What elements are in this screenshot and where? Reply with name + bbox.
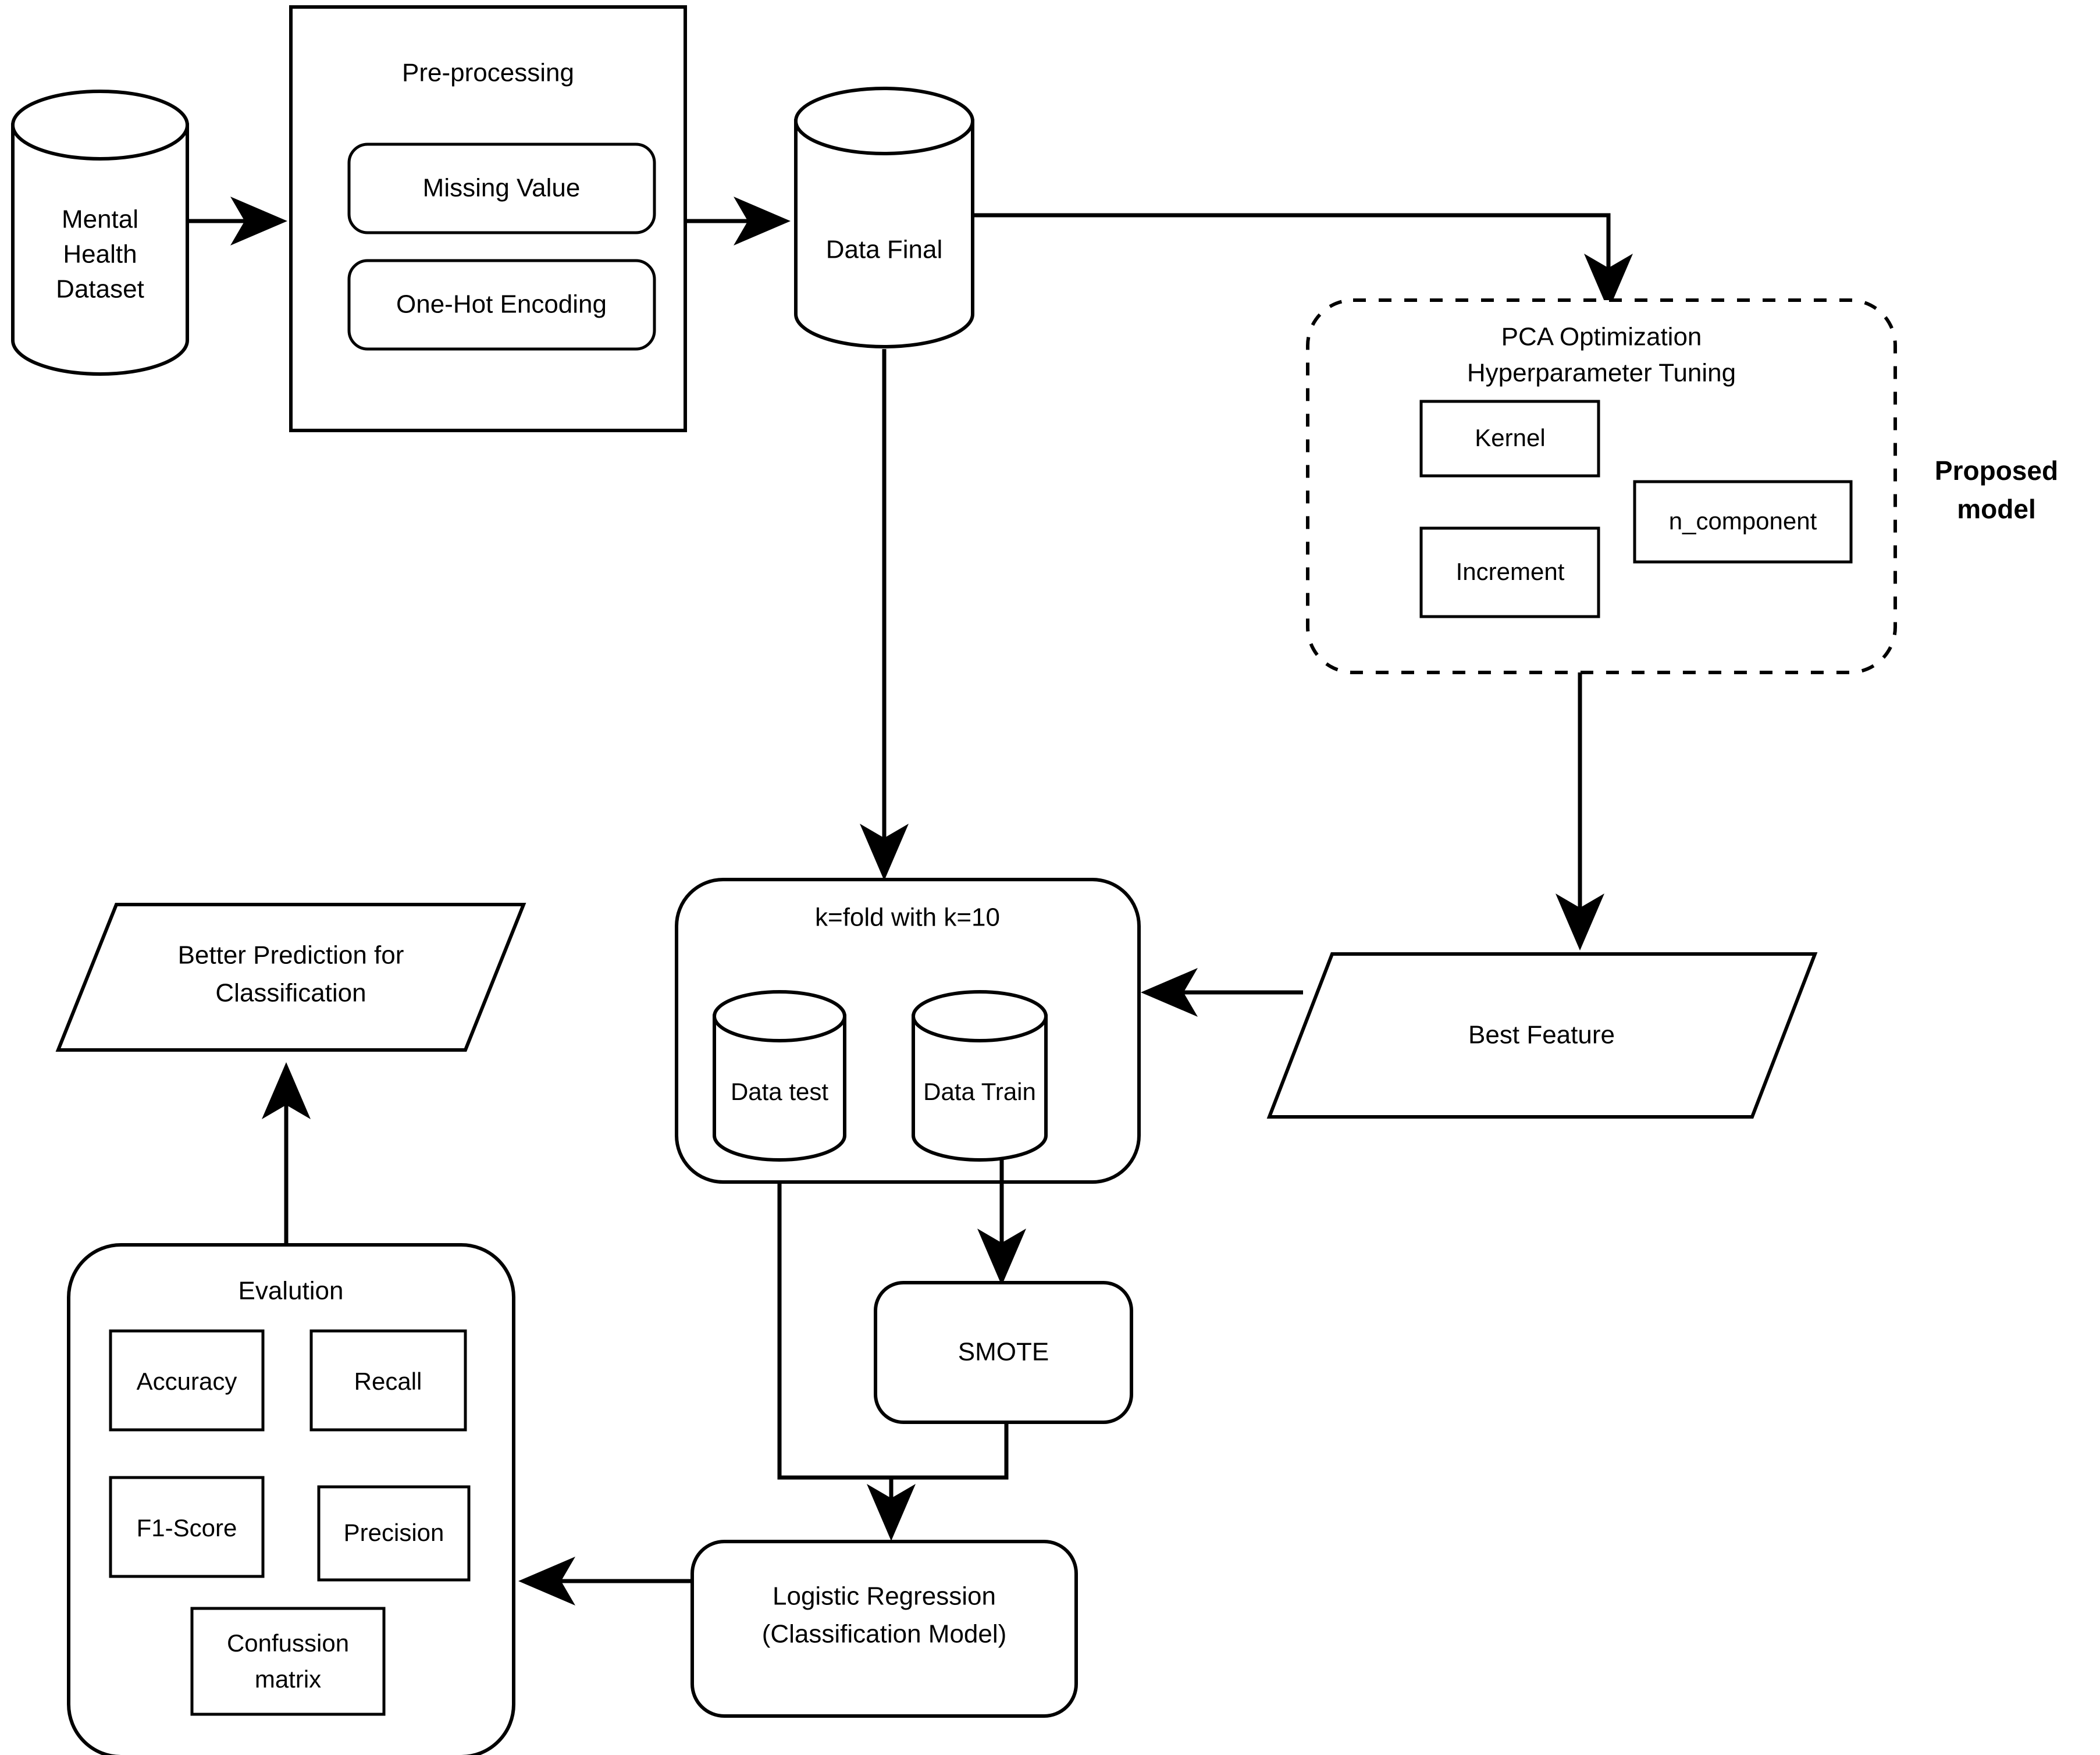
mental-health-dataset-label-line2: Health xyxy=(63,240,137,269)
preprocessing-title: Pre-processing xyxy=(402,59,574,87)
node-mental-health-dataset[interactable]: Mental Health Dataset xyxy=(11,90,189,376)
best-feature-label: Best Feature xyxy=(1468,1021,1615,1049)
node-preprocessing[interactable]: Pre-processing Missing Value One-Hot Enc… xyxy=(289,5,687,432)
kfold-title: k=fold with k=10 xyxy=(815,903,1000,932)
node-data-test[interactable]: Data test xyxy=(713,990,846,1162)
preprocessing-step-one-hot-encoding: One-Hot Encoding xyxy=(396,290,607,319)
evaluation-metric-recall: Recall xyxy=(354,1368,422,1395)
pca-title-line1: PCA Optimization xyxy=(1501,323,1702,351)
node-evaluation[interactable]: Evalution Accuracy Recall F1-Score Preci… xyxy=(67,1243,515,1755)
data-train-label: Data Train xyxy=(923,1078,1036,1105)
evaluation-metric-accuracy: Accuracy xyxy=(137,1368,237,1395)
classifier-label-line2: (Classification Model) xyxy=(762,1620,1007,1649)
pca-param-kernel: Kernel xyxy=(1475,424,1545,451)
proposed-model-line2: model xyxy=(1957,494,2035,524)
node-better-prediction[interactable]: Better Prediction for Classification xyxy=(55,903,526,1052)
edge-data-final-to-pca xyxy=(973,213,1633,311)
smote-label: SMOTE xyxy=(958,1338,1049,1366)
node-pca-optimization[interactable]: PCA Optimization Hyperparameter Tuning K… xyxy=(1306,298,1897,674)
mental-health-dataset-label-line3: Dataset xyxy=(56,275,144,304)
pca-param-increment: Increment xyxy=(1456,558,1565,585)
evaluation-metric-precision: Precision xyxy=(344,1519,444,1546)
node-kfold-container[interactable]: k=fold with k=10 Data test Data Train xyxy=(675,878,1141,1184)
pca-param-n-component: n_component xyxy=(1669,507,1817,535)
annotation-proposed-model: Proposed model xyxy=(1935,455,2058,524)
node-data-final[interactable]: Data Final xyxy=(794,87,974,348)
proposed-model-line1: Proposed xyxy=(1935,455,2058,486)
output-label-line2: Classification xyxy=(215,979,366,1008)
classifier-label-line1: Logistic Regression xyxy=(773,1582,996,1611)
preprocessing-step-missing-value: Missing Value xyxy=(423,174,581,202)
data-test-label: Data test xyxy=(731,1078,828,1105)
evaluation-metric-confusion-matrix-line2: matrix xyxy=(255,1665,321,1693)
node-smote[interactable]: SMOTE xyxy=(874,1281,1133,1424)
data-final-label: Data Final xyxy=(826,236,943,264)
mental-health-dataset-label-line1: Mental xyxy=(62,205,138,234)
output-label-line1: Better Prediction for xyxy=(178,941,404,970)
pca-title-line2: Hyperparameter Tuning xyxy=(1467,359,1736,387)
node-best-feature[interactable]: Best Feature xyxy=(1266,952,1818,1119)
evaluation-metric-f1-score: F1-Score xyxy=(137,1514,237,1542)
evaluation-metric-confusion-matrix-line1: Confussion xyxy=(227,1629,349,1657)
node-data-train[interactable]: Data Train xyxy=(912,990,1048,1162)
evaluation-title: Evalution xyxy=(238,1277,343,1305)
node-logistic-regression[interactable]: Logistic Regression (Classification Mode… xyxy=(690,1540,1078,1718)
